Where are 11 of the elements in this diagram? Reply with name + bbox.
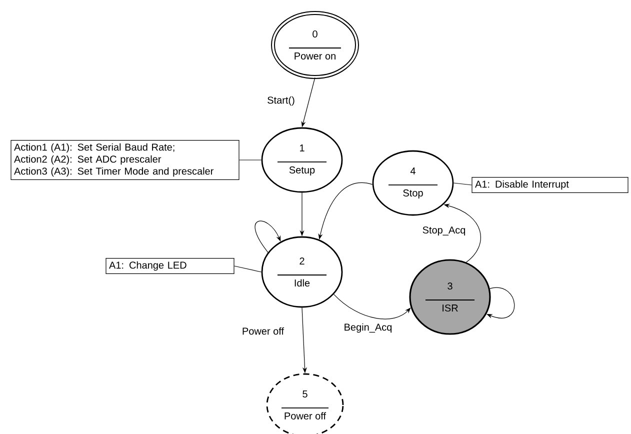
edge-label: Stop_Acq (421, 225, 467, 237)
arrow (254, 220, 281, 253)
note-box: A1: Change LED (106, 258, 234, 274)
note-box: A1: Disable Interrupt (472, 177, 628, 193)
edge-label: Power off (240, 326, 286, 336)
edge-label: Begin_Acq (342, 322, 394, 334)
edge-label: Start() (266, 95, 296, 107)
connector-line (234, 266, 262, 272)
note-box: Action1 (A1): Set Serial Baud Rate; Action2 (A2): Set ADC prescaler Action3 (A3): Set Timer Mode and prescaler (10, 140, 240, 180)
arrow (334, 294, 411, 320)
connector-line (453, 182, 472, 186)
